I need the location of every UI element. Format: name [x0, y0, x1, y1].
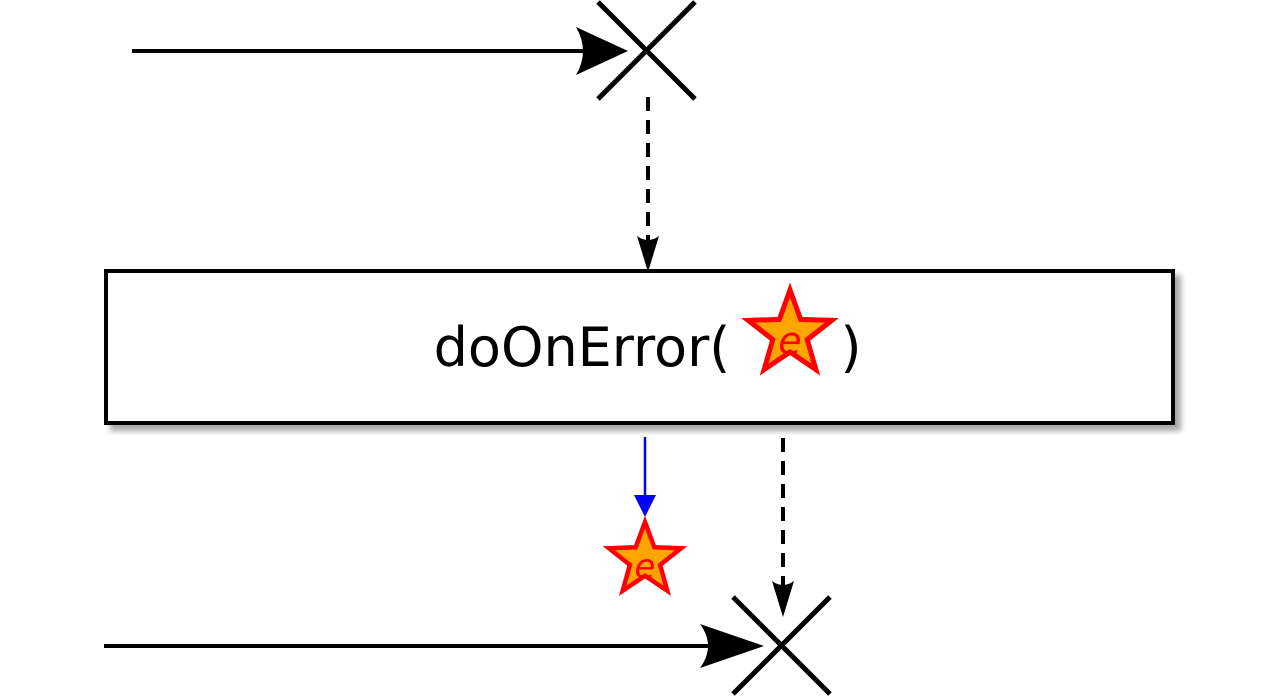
downstream-error-x-icon: [731, 595, 832, 696]
upstream-timeline: [132, 0, 697, 101]
operator-star-icon: e: [741, 282, 839, 376]
upstream-error-x-icon: [596, 0, 697, 101]
operator-open-paren: (: [709, 316, 730, 379]
arrow-down-icon: [637, 236, 659, 272]
error-propagation-arrow-in: [637, 97, 659, 272]
upstream-arrowhead-icon: [576, 27, 628, 75]
error-propagation-arrow-out: [772, 438, 794, 617]
arrow-down-icon: [772, 581, 794, 617]
downstream-arrowhead-icon: [700, 624, 764, 668]
operator-label: doOnError(: [434, 316, 731, 379]
operator-box: doOnError( e ): [104, 269, 1175, 425]
operator-star-label: e: [778, 319, 801, 363]
operator-name: doOnError: [434, 316, 710, 379]
side-effect-arrowhead-icon: [634, 495, 656, 517]
operator-box-rect: [104, 269, 1175, 425]
side-effect-arrow: [634, 437, 656, 517]
operator-close-paren: ): [840, 316, 861, 379]
downstream-timeline: [104, 595, 832, 696]
emitted-error-star-icon: e: [602, 515, 688, 596]
emitted-error-star-label: e: [635, 547, 656, 587]
